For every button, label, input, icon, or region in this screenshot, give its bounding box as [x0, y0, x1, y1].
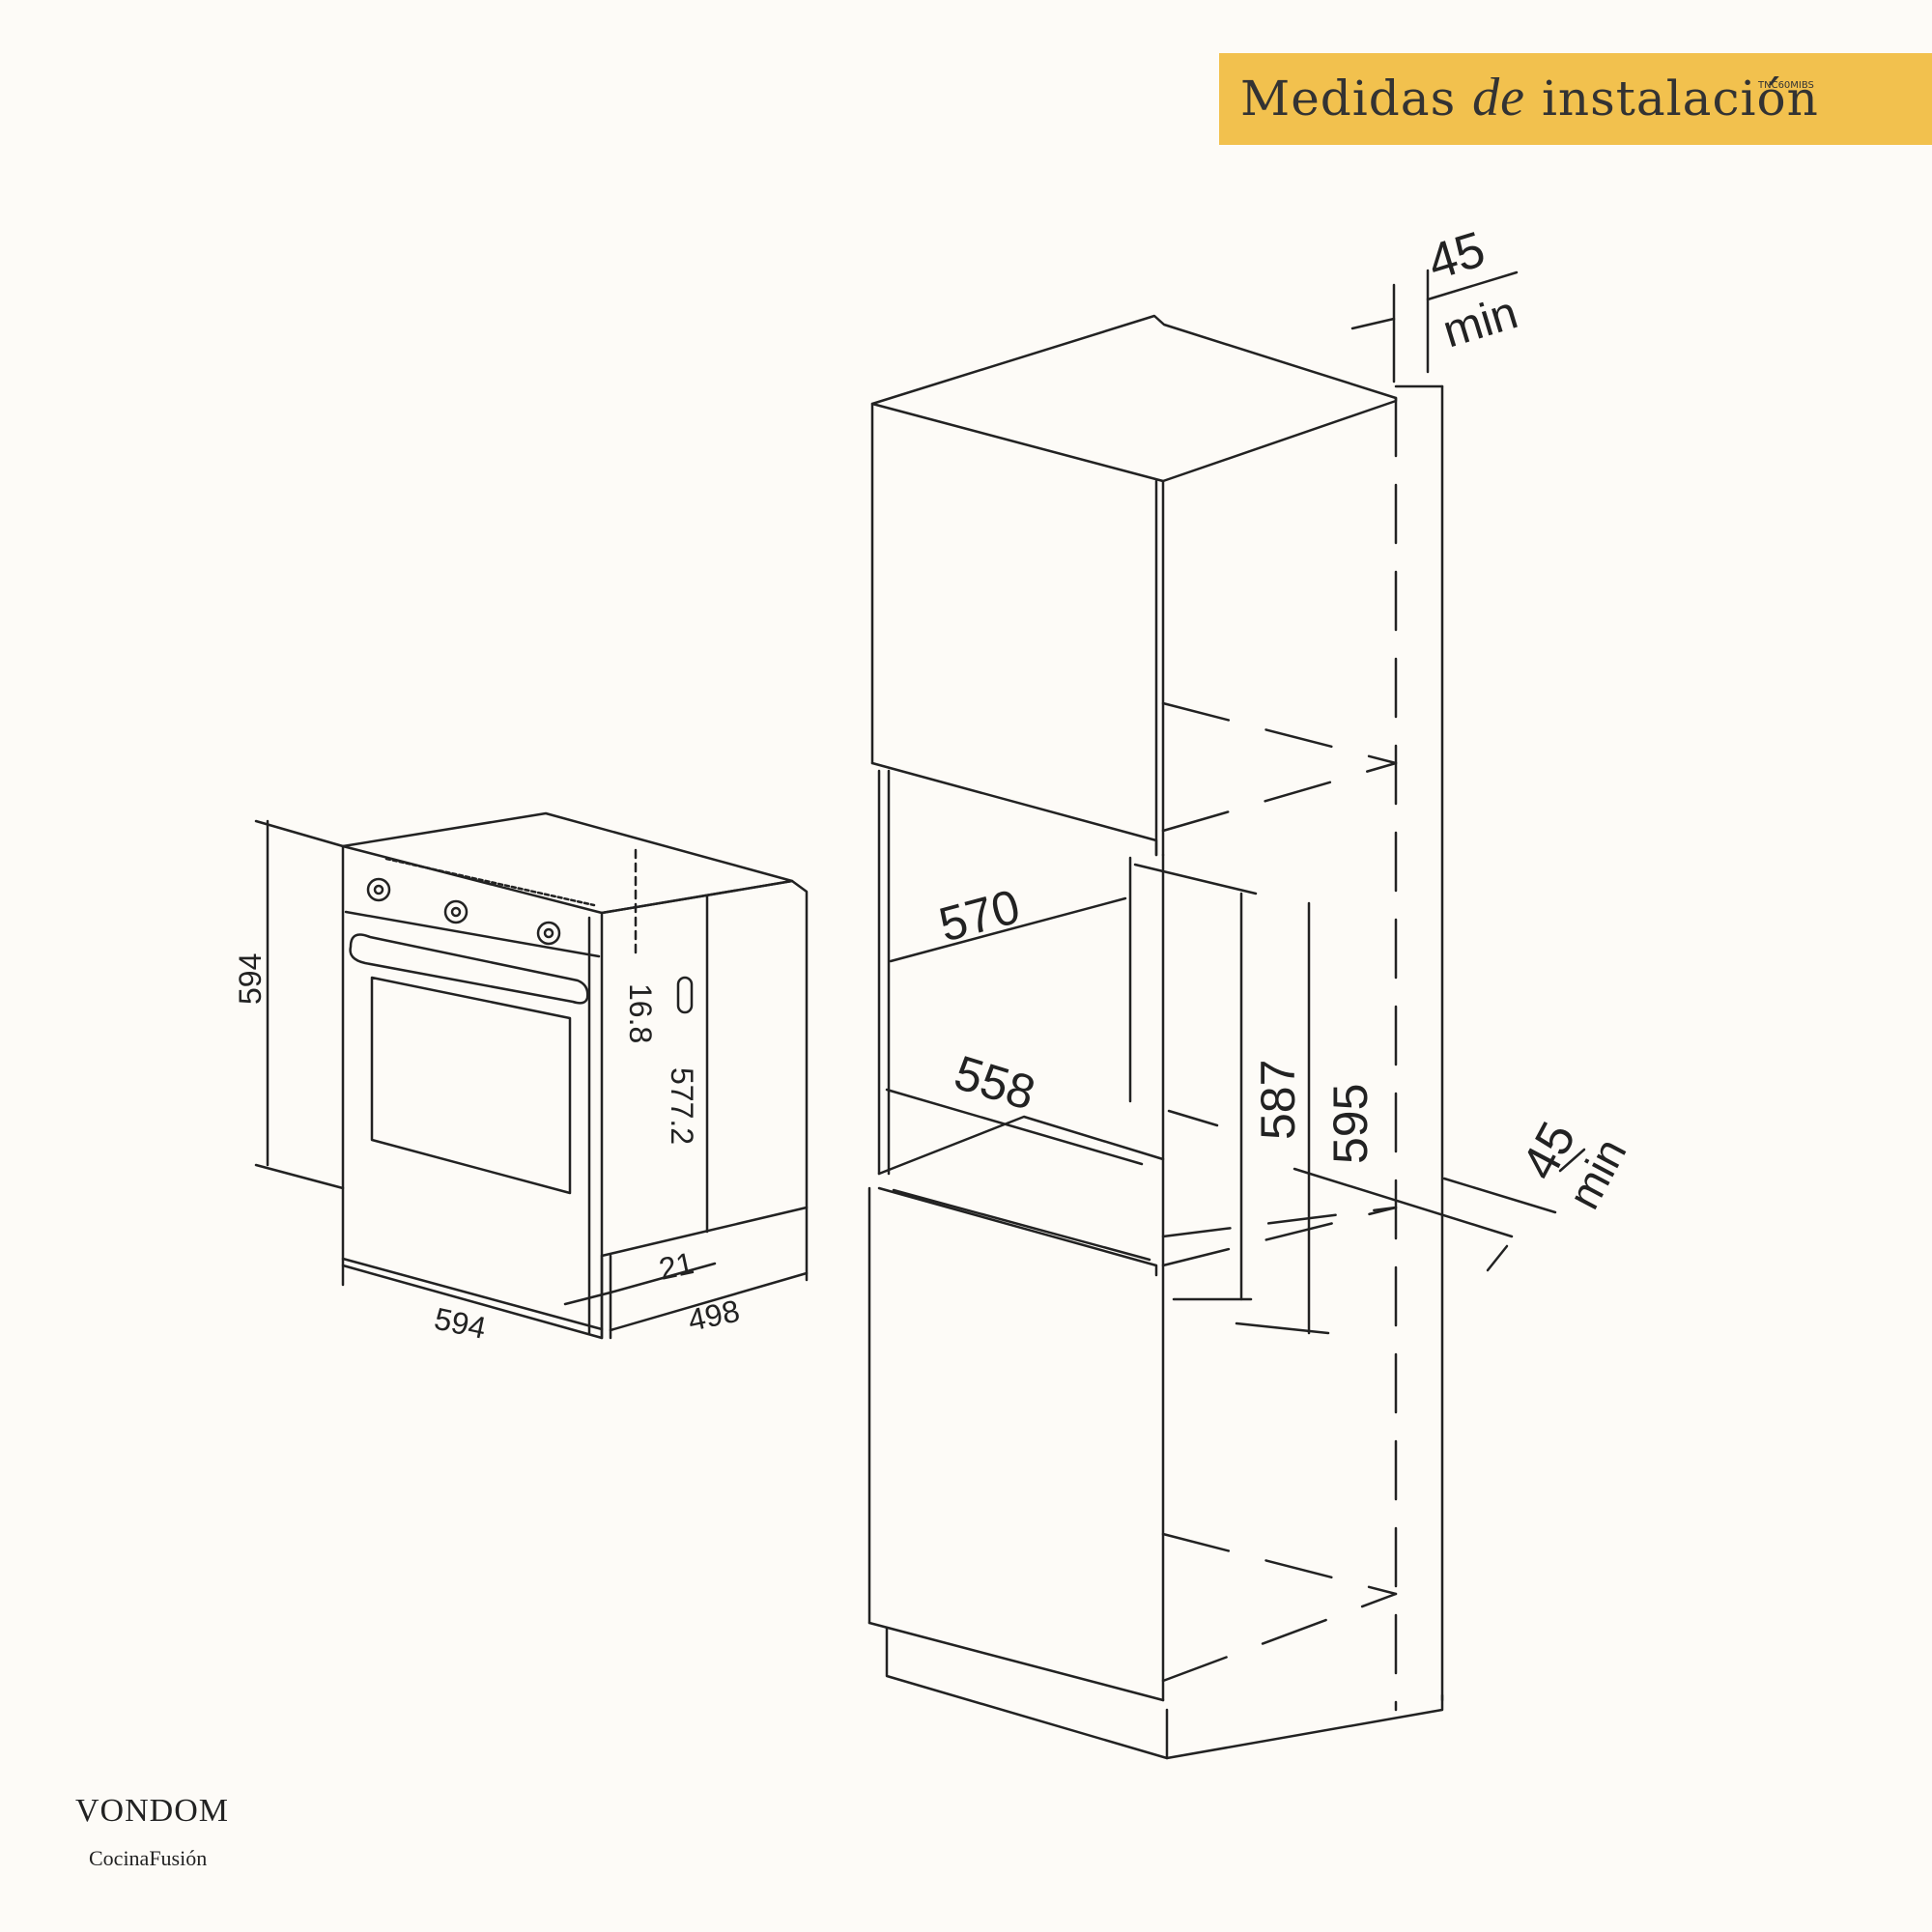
niche-width-label: 570: [933, 879, 1025, 952]
dim-ext: [1293, 1167, 1514, 1238]
hidden-line: [1161, 1532, 1398, 1596]
cabinet-lower-bottom: [867, 1621, 1165, 1702]
title-part-de: de: [1472, 68, 1526, 128]
niche-height-min-label: 587: [1251, 1060, 1305, 1140]
title-banner: Medidas de instalación TNC60MIBS: [1219, 53, 1932, 145]
knob-center-icon: [543, 927, 554, 939]
knob-icon: [536, 921, 561, 946]
dim-ext: [254, 819, 345, 848]
title-part-instalacion: instalación: [1541, 71, 1819, 127]
title-part-medidas: Medidas: [1240, 71, 1457, 127]
niche-depth-label: 558: [949, 1045, 1041, 1121]
dim-line-panel: [609, 1262, 717, 1294]
oven-body-height-label: 577.2: [665, 1067, 699, 1145]
dim-ext: [1167, 1109, 1219, 1127]
cabinet-plinth-side: [1165, 1693, 1444, 1760]
lower-top: [877, 1186, 1158, 1277]
dim-ext: [1442, 1177, 1557, 1214]
cabinet-drawing: 45 min 570 558 587 595 45 min: [867, 221, 1636, 1760]
dim-arrow: [563, 1291, 612, 1306]
sub-brand-logo: CocinaFusión: [89, 1846, 208, 1870]
dim-arrow: [1486, 1244, 1509, 1272]
oven-front: [341, 844, 604, 1340]
dim-line-niche-depth: [885, 1088, 1144, 1166]
dim-ext: [254, 1163, 345, 1190]
mount-slot: [676, 976, 694, 1014]
model-code: TNC60MIBS: [1758, 80, 1814, 91]
oven-side: [600, 879, 809, 1258]
niche-height-max-label: 595: [1323, 1084, 1378, 1164]
knob-center-icon: [373, 884, 384, 895]
oven-panel-height-label: 16.8: [623, 983, 658, 1043]
dim-ext: [1235, 1321, 1330, 1335]
top-clearance-value: 45: [1422, 221, 1492, 291]
dim-ext: [1133, 863, 1258, 895]
oven-drawing: 594 594 498 21 16.8 577.2: [233, 811, 809, 1346]
cabinet-top: [870, 314, 1398, 483]
control-panel-line: [344, 910, 601, 958]
lower-top-inner: [892, 1188, 1151, 1262]
hidden-line: [1161, 1206, 1398, 1267]
panel-vent: [384, 857, 596, 907]
niche-floor: [877, 1115, 1165, 1176]
oven-depth-label: 498: [685, 1293, 743, 1338]
knob-center-icon: [450, 906, 462, 918]
page-title: Medidas de instalación: [1240, 67, 1819, 128]
dim-line-niche-width: [889, 896, 1127, 963]
dim-line-depth: [609, 1271, 809, 1332]
oven-handle: [349, 933, 589, 1005]
knob-icon: [443, 899, 469, 924]
oven-window: [370, 976, 572, 1195]
hidden-line: [1161, 761, 1398, 833]
hidden-line: [1161, 1206, 1398, 1238]
dim-line-width: [341, 1257, 604, 1331]
hidden-line: [1161, 701, 1398, 765]
oven-panel-thickness-label: 21: [656, 1245, 696, 1287]
knob-icon: [366, 877, 391, 902]
dim-arrow-left: [1350, 317, 1396, 330]
brand-logo: VONDOM: [75, 1793, 229, 1829]
dim-arrow-right: [1426, 270, 1519, 301]
upper-shelf: [870, 761, 1158, 857]
dim-arrow: [1558, 1148, 1586, 1173]
cabinet-plinth: [885, 1626, 1169, 1760]
top-clearance-unit: min: [1437, 287, 1523, 357]
oven-height-label: 594: [233, 953, 268, 1005]
hidden-line: [1161, 1592, 1398, 1683]
oven-width-label: 594: [432, 1301, 490, 1346]
